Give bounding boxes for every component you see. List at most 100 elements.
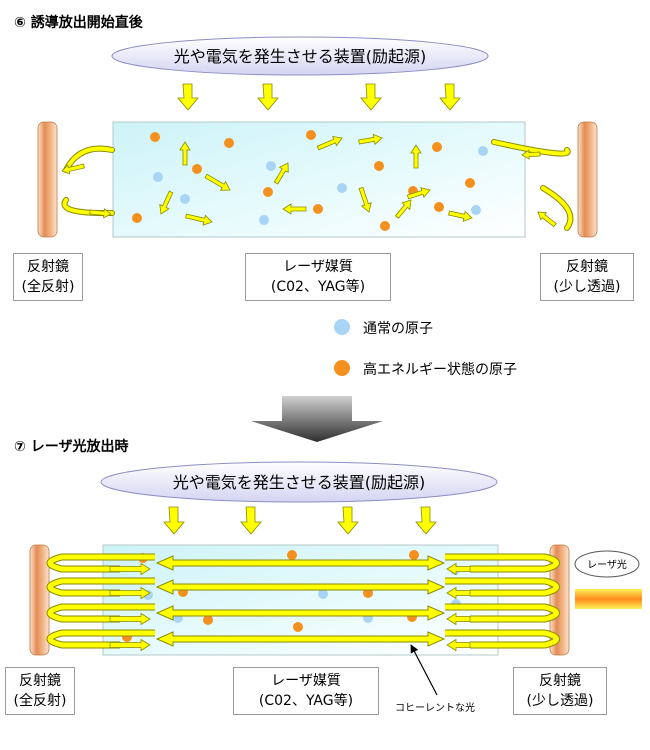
left-mirror-label-1-line2: (全反射) (21, 279, 75, 295)
reflection-loop (64, 146, 114, 172)
double-arrow (155, 631, 446, 647)
laser-medium-1 (112, 121, 526, 238)
excited-atom (203, 615, 213, 625)
laser-output-bubble (574, 550, 640, 578)
reflection-loop (541, 186, 573, 230)
photon-arrow (410, 144, 422, 169)
photon-arrow (109, 586, 151, 600)
right-mirror-label-1-line2: (少し透過) (553, 279, 621, 295)
photon-arrow (204, 173, 231, 191)
coherent-light-label: コヒーレントな光 (395, 703, 475, 714)
pump-source-2-label: 光や電気を発生させる装置(励起源) (173, 473, 426, 492)
excited-atom (374, 161, 384, 171)
section-2: 光や電気を発生させる装置(励起源) レーザ光 (29, 461, 642, 696)
right-wrap (445, 630, 559, 648)
normal-atom (318, 589, 328, 599)
pump-source-2 (100, 461, 498, 503)
excited-atom (306, 130, 316, 140)
pump-arrow (415, 506, 437, 535)
normal-atom (337, 183, 347, 193)
left-wrap (47, 554, 155, 572)
transition-arrow (251, 396, 383, 442)
medium-label-1: レーザ媒質 (C02、YAG等) (245, 253, 391, 301)
medium-label-1-line1: レーザ媒質 (283, 259, 353, 275)
medium-label-2: レーザ媒質 (C02、YAG等) (233, 667, 379, 715)
pump-arrow (163, 506, 185, 535)
right-mirror-label-2: 反射鏡 (少し透過) (513, 667, 607, 715)
normal-atom (478, 146, 488, 156)
right-wrap (445, 554, 559, 572)
excited-atom (380, 221, 390, 231)
photon-arrow (446, 562, 471, 576)
right-wrap (445, 578, 559, 596)
photon-arrow (282, 203, 307, 215)
left-wrap (47, 604, 155, 622)
left-mirror-label-2-line1: 反射鏡 (19, 673, 61, 689)
excited-atom (465, 178, 475, 188)
excited-atom (150, 132, 160, 142)
legend-excited-atom-dot (334, 360, 350, 376)
excited-atom (263, 187, 273, 197)
photon-arrow (89, 208, 112, 219)
double-arrow (155, 605, 446, 621)
photon-arrow (109, 612, 151, 626)
photon-arrow (448, 210, 473, 222)
photon-arrows-1 (159, 133, 473, 226)
section-2-title: ⑦ レーザ光放出時 (14, 439, 129, 455)
photon-arrow (537, 211, 557, 228)
excited-atom (313, 204, 323, 214)
excited-atom (432, 142, 442, 152)
legend-normal-atom-label: 通常の原子 (363, 321, 433, 337)
excited-atom (293, 622, 303, 632)
medium-label-1-line2: (C02、YAG等) (270, 279, 366, 295)
photon-arrow (446, 638, 471, 652)
pump-source-1 (111, 36, 489, 76)
photon-arrow (109, 638, 151, 652)
excited-atom (409, 550, 419, 560)
section-1-title: ⑥ 誘導放出開始直後 (14, 15, 143, 31)
left-mirror-label-1-line1: 反射鏡 (27, 259, 69, 275)
photon-arrow (406, 187, 431, 200)
excited-atom (192, 164, 202, 174)
photon-arrow (109, 562, 151, 576)
photon-arrow (159, 190, 174, 215)
normal-atom (153, 172, 163, 182)
pump-arrow (337, 506, 359, 535)
right-mirror-label-2-line2: (少し透過) (526, 693, 594, 709)
right-mirror-label-1-line1: 反射鏡 (566, 259, 608, 275)
excited-atom (287, 550, 297, 560)
left-wrap (47, 630, 155, 648)
left-wrap (47, 578, 155, 596)
right-wrap (445, 604, 559, 622)
pump-arrow (240, 506, 262, 535)
double-arrow (155, 555, 446, 571)
atoms-1 (132, 130, 488, 231)
section-1: 光や電気を発生させる装置(励起源) (37, 36, 598, 238)
pump-source-1-label: 光や電気を発生させる装置(励起源) (174, 47, 427, 66)
left-mirror-label-2-line2: (全反射) (13, 693, 67, 709)
left-mirror-label-1: 反射鏡 (全反射) (13, 253, 83, 301)
pump-arrow (257, 83, 279, 111)
excited-atom (434, 202, 444, 212)
photon-arrow (358, 186, 372, 213)
laser-output-label: レーザ光 (587, 558, 627, 571)
excited-atom (132, 213, 142, 223)
normal-atom (471, 205, 481, 215)
reflection-loop (492, 140, 570, 156)
right-mirror-label-2-line1: 反射鏡 (539, 673, 581, 689)
mirror-left-2 (29, 544, 50, 656)
photon-arrow (394, 199, 412, 219)
mirror-reflection-loops-1 (61, 139, 574, 231)
photon-arrow (179, 141, 191, 166)
photon-arrow (316, 135, 343, 151)
right-mirror-label-1: 反射鏡 (少し透過) (540, 253, 634, 301)
legend-excited-atom-label: 高エネルギー状態の原子 (363, 362, 517, 378)
pump-arrows-2 (163, 506, 437, 535)
photon-arrow (61, 163, 85, 175)
pump-arrows-1 (177, 83, 461, 111)
pump-arrow (439, 83, 461, 111)
mirror-right-2 (549, 544, 570, 656)
medium-label-2-line1: レーザ媒質 (271, 673, 341, 689)
laser-output-beam (575, 589, 642, 609)
